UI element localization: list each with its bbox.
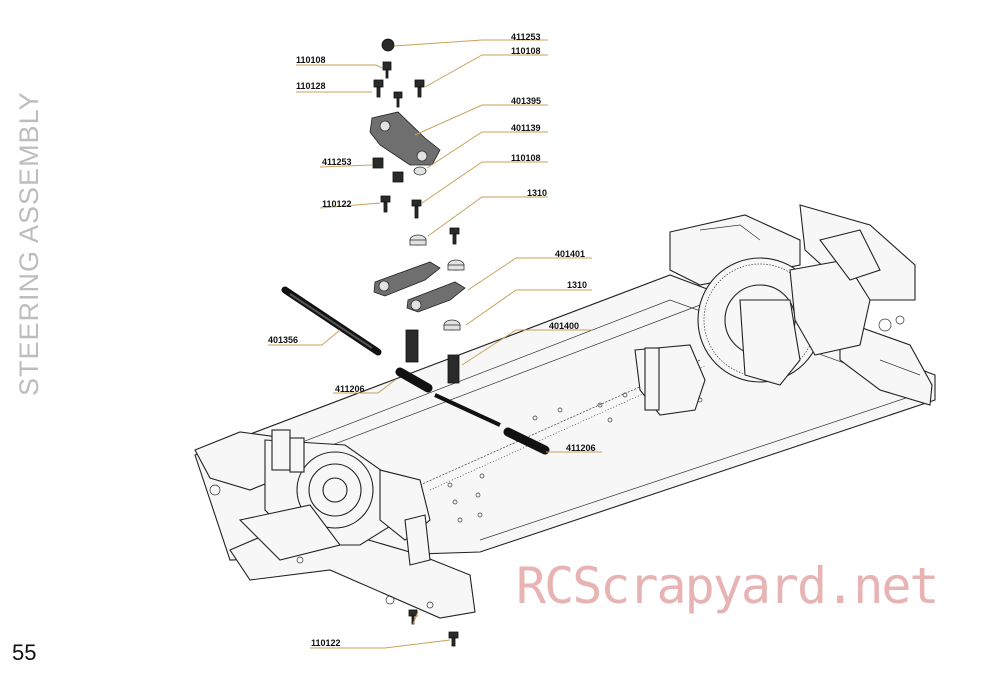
callout-411253-nuts: 411253 <box>322 157 352 167</box>
callout-1310-bearing-lower: 1310 <box>567 280 588 290</box>
callout-110108-screw-right: 110108 <box>511 46 541 56</box>
callout-401400-post: 401400 <box>549 321 580 331</box>
rear-gearbox <box>634 204 933 416</box>
watermark: RCScrapyard.net <box>516 557 940 615</box>
callout-411206-rod-end-right: 411206 <box>566 443 596 453</box>
callout-411206-rod-end-left: 411206 <box>335 384 365 394</box>
callout-110122-screw-bottom: 110122 <box>311 638 341 648</box>
page-number: 55 <box>12 640 37 665</box>
callout-110108-screw-left: 110108 <box>296 55 326 65</box>
callout-401395-plate: 401395 <box>511 96 542 106</box>
front-suspension <box>194 429 476 619</box>
callout-1310-bearing-upper: 1310 <box>527 188 548 198</box>
leader-lines <box>268 39 602 649</box>
callout-411253-nut: 411253 <box>511 32 541 42</box>
callout-401139-washer: 401139 <box>511 123 541 133</box>
callout-401356-turnbuckle: 401356 <box>268 335 299 345</box>
callout-110128-screw: 110128 <box>296 81 326 91</box>
callout-110122-screw-upper: 110122 <box>322 199 352 209</box>
steering-parts <box>281 38 550 647</box>
callout-110108-screw-lower: 110108 <box>511 153 541 163</box>
callout-401401-steering-arm: 401401 <box>555 249 586 259</box>
turnbuckle <box>281 286 382 356</box>
